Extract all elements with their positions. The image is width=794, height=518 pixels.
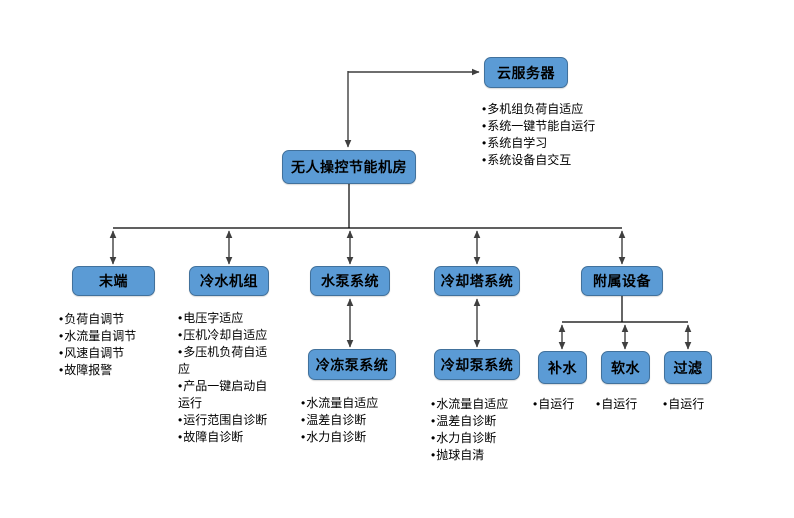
bullet-item: 水力自诊断 (431, 430, 539, 447)
node-cooling-tower-system: 冷却塔系统 (434, 266, 520, 296)
node-soft-water-label: 软水 (611, 359, 640, 376)
filter-bullet-list: 自运行 (663, 396, 721, 413)
bullet-item: 自运行 (663, 396, 721, 413)
terminal-bullet-list: 负荷自调节 水流量自调节 风速自调节 故障报警 (59, 311, 169, 379)
bullet-item: 自运行 (596, 396, 654, 413)
chilled-pump-bullet-list: 水流量自适应 温差自诊断 水力自诊断 (301, 395, 409, 446)
bullet-item: 系统设备自交互 (482, 152, 604, 169)
bullet-item: 故障自诊断 (178, 429, 277, 446)
node-terminal: 末端 (72, 266, 155, 296)
node-chiller-unit: 冷水机组 (189, 266, 269, 296)
node-chilled-pump-system-label: 冷冻泵系统 (315, 356, 389, 373)
bullet-item: 温差自诊断 (431, 413, 539, 430)
node-chiller-unit-label: 冷水机组 (200, 273, 258, 289)
bullet-item: 自运行 (533, 396, 591, 413)
bullet-item: 水流量自适应 (301, 395, 409, 412)
bullet-item: 系统自学习 (482, 135, 604, 152)
bullet-item: 产品一键启动自运行 (178, 378, 277, 412)
bullet-item: 水力自诊断 (301, 429, 409, 446)
node-cloud-server: 云服务器 (484, 57, 568, 88)
node-pump-system: 水泵系统 (310, 266, 390, 296)
node-terminal-label: 末端 (99, 273, 128, 289)
bullet-item: 压机冷却自适应 (178, 327, 277, 344)
bullet-item: 抛球自清 (431, 447, 539, 464)
node-chilled-pump-system: 冷冻泵系统 (308, 349, 396, 380)
node-unmanned-machine-room-label: 无人操控节能机房 (291, 159, 407, 175)
node-cooling-pump-system: 冷却泵系统 (434, 349, 520, 380)
bullet-item: 水流量自适应 (431, 396, 539, 413)
bullet-item: 故障报警 (59, 362, 169, 379)
node-auxiliary-equipment-label: 附属设备 (593, 273, 651, 289)
node-soft-water: 软水 (601, 351, 650, 384)
chiller-unit-bullet-list: 电压字适应 压机冷却自适应 多压机负荷自适应 产品一键启动自运行 运行范围自诊断… (178, 310, 277, 446)
node-makeup-water: 补水 (538, 351, 587, 384)
bullet-item: 负荷自调节 (59, 311, 169, 328)
node-pump-system-label: 水泵系统 (321, 273, 379, 289)
node-cooling-tower-system-label: 冷却塔系统 (440, 273, 514, 289)
node-unmanned-machine-room: 无人操控节能机房 (282, 150, 416, 184)
soft-water-bullet-list: 自运行 (596, 396, 654, 413)
cooling-pump-bullet-list: 水流量自适应 温差自诊断 水力自诊断 抛球自清 (431, 396, 539, 464)
makeup-water-bullet-list: 自运行 (533, 396, 591, 413)
node-auxiliary-equipment: 附属设备 (581, 266, 663, 296)
bullet-item: 温差自诊断 (301, 412, 409, 429)
bullet-item: 电压字适应 (178, 310, 277, 327)
bullet-item: 系统一键节能自运行 (482, 118, 604, 135)
node-filter-label: 过滤 (673, 359, 703, 376)
cloud-server-bullet-list: 多机组负荷自适应 系统一键节能自运行 系统自学习 系统设备自交互 (482, 101, 604, 169)
node-filter: 过滤 (664, 351, 712, 384)
bullet-item: 水流量自调节 (59, 328, 169, 345)
node-makeup-water-label: 补水 (548, 359, 577, 376)
node-cloud-server-label: 云服务器 (497, 64, 555, 81)
bullet-item: 运行范围自诊断 (178, 412, 277, 429)
bullet-item: 多压机负荷自适应 (178, 344, 277, 378)
node-cooling-pump-system-label: 冷却泵系统 (440, 356, 514, 373)
bullet-item: 多机组负荷自适应 (482, 101, 604, 118)
bullet-item: 风速自调节 (59, 345, 169, 362)
